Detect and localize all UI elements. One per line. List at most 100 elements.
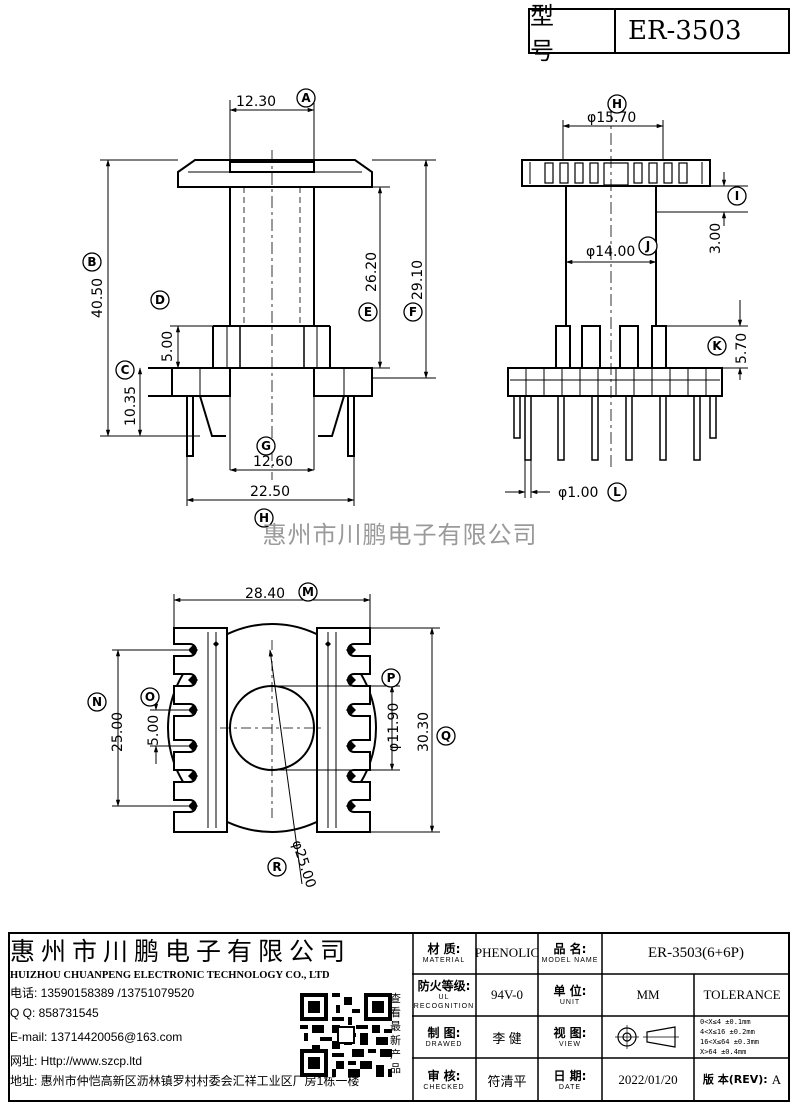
watermark: 惠州市川鹏电子有限公司 xyxy=(262,521,538,549)
marker-e: E xyxy=(364,305,372,319)
front-dimensions xyxy=(100,100,436,506)
company-phone: 电话: 13590158389 /13751079520 xyxy=(10,986,195,1000)
dim-width-top: 12.30 xyxy=(236,94,276,110)
company-info: 惠州市川鹏电子有限公司 HUIZHOU CHUANPENG ELECTRONIC… xyxy=(10,935,412,1091)
title-block-lines xyxy=(412,932,790,1102)
marker-p: P xyxy=(387,671,396,685)
marker-o: O xyxy=(145,690,155,704)
marker-d: D xyxy=(155,293,165,307)
drawn-label-cell: 制 图: DRAWED xyxy=(425,1025,463,1048)
dim-base-width: 22.50 xyxy=(250,484,290,500)
marker-i: I xyxy=(735,189,739,203)
company-qq: Q Q: 858731545 xyxy=(10,1006,99,1020)
dim-inner-width: 12.60 xyxy=(253,454,293,470)
tolerance-row-2: 4<X≤16 ±0.2mm xyxy=(700,1028,755,1036)
tolerance-row-3: 16<X≤64 ±0.3mm xyxy=(700,1038,760,1046)
company-website: 网址: Http://www.szcp.ltd xyxy=(10,1054,143,1068)
marker-c: C xyxy=(121,363,130,377)
material-label-cell: 材 质: MATERIAL xyxy=(422,941,466,964)
front-base-right xyxy=(313,367,373,397)
ul-label-cell: 防火等级: UL RECOGNITION xyxy=(413,979,475,1010)
tolerance-table-cell: 0<X≤4 ±0.1mm 4<X≤16 ±0.2mm 16<X≤64 ±0.3m… xyxy=(694,1016,790,1058)
bottom-pin-dots xyxy=(188,641,356,811)
drawn-value-cell: 李 健 xyxy=(492,1030,522,1046)
material-value-cell: PHENOLIC xyxy=(474,945,540,960)
company-address: 地址: 惠州市仲恺高新区沥林镇罗村村委会汇祥工业区厂房1栋一楼 xyxy=(10,1074,360,1088)
side-base xyxy=(507,367,723,397)
qr-code[interactable] xyxy=(300,993,392,1077)
tolerance-header-cell: TOLERANCE xyxy=(703,987,781,1002)
checked-label-cell: 审 核: CHECKED xyxy=(423,1068,465,1091)
dim-pin-step: 5.70 xyxy=(734,333,750,364)
bottom-round-base xyxy=(167,623,377,833)
date-label-cell: 日 期: DATE xyxy=(553,1068,587,1091)
side-dim-labels: φ15.70 φ14.00 3.00 5.70 φ1.00 xyxy=(558,110,750,501)
dim-top-dia: φ15.70 xyxy=(587,110,636,126)
revision-label: 版 本(REV): xyxy=(702,1073,768,1086)
dim-pitch: 5.00 xyxy=(146,715,162,746)
unit-value-cell: MM xyxy=(636,987,660,1002)
revision-value: A xyxy=(771,1072,782,1087)
bottom-dimensions xyxy=(112,594,440,885)
bottom-pin-row-left xyxy=(173,627,228,833)
front-pin-right xyxy=(347,395,355,457)
tolerance-row-1: 0<X≤4 ±0.1mm xyxy=(700,1018,751,1026)
front-top-flange xyxy=(177,159,373,188)
company-email: E-mail: 13714420056@163.com xyxy=(10,1030,183,1044)
title-block-grid: 材 质: MATERIAL PHENOLIC 品 名: MODEL NAME E… xyxy=(412,932,790,1102)
company-name-en: HUIZHOU CHUANPENG ELECTRONIC TECHNOLOGY … xyxy=(10,970,330,981)
side-pins xyxy=(513,395,717,461)
dim-height-c: 10.35 xyxy=(123,386,139,426)
projection-symbol-cell xyxy=(602,1016,694,1058)
view-label-cell: 视 图: VIEW xyxy=(553,1025,587,1048)
model-name-value-cell: ER-3503(6+6P) xyxy=(648,944,744,961)
front-pin-left xyxy=(186,395,194,457)
dim-flange: 3.00 xyxy=(708,223,724,254)
side-top-flange xyxy=(521,159,711,187)
title-block-border xyxy=(8,932,790,1102)
marker-l: L xyxy=(613,485,621,499)
front-view xyxy=(148,150,373,480)
company-name-cn: 惠州市川鹏电子有限公司 xyxy=(10,937,352,966)
marker-h-front: H xyxy=(259,511,269,525)
dim-total-height-bottom: 30.30 xyxy=(416,712,432,752)
marker-letters: A B C D E F G H H I J K L M N O P Q R xyxy=(87,91,739,874)
revision-cell: 版 本(REV): A xyxy=(694,1058,790,1102)
marker-h: H xyxy=(612,97,622,111)
marker-a: A xyxy=(301,91,311,105)
bottom-pin-row-right xyxy=(316,627,371,833)
marker-q: Q xyxy=(441,729,451,743)
marker-b: B xyxy=(87,255,96,269)
marker-g: G xyxy=(261,439,271,453)
qr-label: 查看最新产品 xyxy=(390,992,401,1075)
model-name-label-cell: 品 名: MODEL NAME xyxy=(541,941,599,964)
dim-pin-dia: φ1.00 xyxy=(558,485,598,501)
marker-f: F xyxy=(409,305,417,319)
model-value: ER-3503 xyxy=(628,16,742,46)
dim-total-height: 40.50 xyxy=(90,278,106,318)
marker-r: R xyxy=(272,860,281,874)
markers xyxy=(82,88,747,877)
technical-drawing: 12.30 40.50 26.20 29.10 5.00 10.35 12.60… xyxy=(82,88,750,890)
marker-n: N xyxy=(92,695,102,709)
tolerance-row-4: X>64 ±0.4mm xyxy=(700,1048,747,1056)
checked-value-cell: 符清平 xyxy=(487,1073,527,1089)
dim-height-d: 5.00 xyxy=(160,331,176,362)
marker-m: M xyxy=(302,585,314,599)
dim-hole-dia: φ11.90 xyxy=(386,703,402,752)
unit-label-cell: 单 位: UNIT xyxy=(553,983,587,1006)
ul-value-cell: 94V-0 xyxy=(490,987,524,1002)
dim-height-e: 26.20 xyxy=(364,252,380,292)
dim-body-dia: φ14.00 xyxy=(586,244,635,260)
side-view xyxy=(507,110,723,470)
date-value-cell: 2022/01/20 xyxy=(618,1072,678,1087)
dim-height-f: 29.10 xyxy=(410,260,426,300)
bottom-view xyxy=(167,623,377,833)
side-dimensions xyxy=(505,120,748,498)
front-dim-labels: 12.30 40.50 26.20 29.10 5.00 10.35 12.60… xyxy=(90,94,426,500)
marker-j: J xyxy=(645,239,650,253)
dim-round-dia: φ25.00 xyxy=(288,838,318,890)
marker-k: K xyxy=(712,339,722,353)
front-base-left xyxy=(171,367,231,397)
dim-pin-span: 25.00 xyxy=(110,712,126,752)
